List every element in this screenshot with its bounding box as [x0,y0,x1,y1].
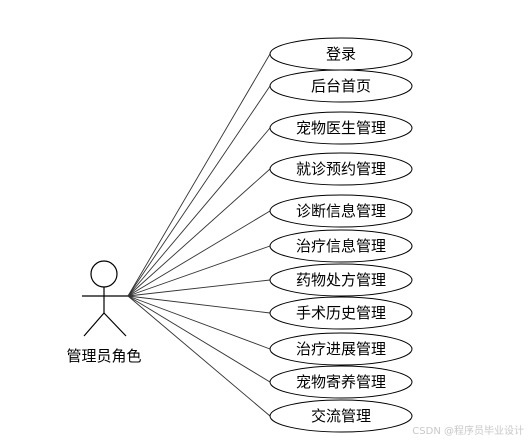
use-case-login: 登录 [269,37,413,71]
use-case-ellipse [269,229,413,263]
use-case-ellipse [269,111,413,145]
use-case-ellipse [269,365,413,399]
use-case-ellipse [269,69,413,103]
use-case-label: 手术历史管理 [296,304,386,322]
use-case-treatment: 治疗信息管理 [269,229,413,263]
use-case-ellipse [269,332,413,366]
use-case-ellipse [269,152,413,186]
association-line-home [127,85,271,297]
association-line-diagnosis [127,210,271,297]
use-case-diagnosis: 诊断信息管理 [269,194,413,228]
use-case-ellipse [269,399,413,433]
use-case-prescription: 药物处方管理 [269,263,413,297]
association-lines [127,53,271,417]
association-line-boarding [127,295,271,383]
use-case-exchange: 交流管理 [269,399,413,433]
use-case-progress: 治疗进展管理 [269,332,413,366]
use-case-label: 宠物医生管理 [296,119,386,137]
use-case-doctor: 宠物医生管理 [269,111,413,145]
association-line-treatment [127,245,271,297]
use-case-ellipse [269,194,413,228]
actor-label: 管理员角色 [66,347,141,365]
actor-right-leg [103,312,127,337]
use-case-label: 就诊预约管理 [296,160,386,178]
use-case-label: 药物处方管理 [296,271,386,289]
use-case-label: 后台首页 [311,77,371,95]
use-case-appointment: 就诊预约管理 [269,152,413,186]
actor-head [90,260,118,288]
association-line-doctor [127,127,271,297]
association-line-surgery [127,295,271,314]
use-case-ellipse [269,263,413,297]
association-line-exchange [127,295,271,417]
use-case-label: 交流管理 [311,407,371,425]
use-case-boarding: 宠物寄养管理 [269,365,413,399]
use-case-label: 治疗信息管理 [296,237,386,255]
association-line-appointment [127,168,271,297]
association-line-prescription [127,279,271,297]
association-line-login [127,53,271,297]
use-case-label: 登录 [326,45,356,63]
use-case-ellipse [269,296,413,330]
use-case-surgery: 手术历史管理 [269,296,413,330]
actor-left-leg [83,312,105,337]
use-case-list: 登录后台首页宠物医生管理就诊预约管理诊断信息管理治疗信息管理药物处方管理手术历史… [269,37,413,433]
use-case-label: 治疗进展管理 [296,340,386,358]
association-line-progress [127,295,271,350]
use-case-home: 后台首页 [269,69,413,103]
use-case-label: 诊断信息管理 [296,202,386,220]
watermark: CSDN @程序员毕业设计 [412,424,524,437]
use-case-label: 宠物寄养管理 [296,373,386,391]
actor-figure: 管理员角色 [66,260,142,365]
